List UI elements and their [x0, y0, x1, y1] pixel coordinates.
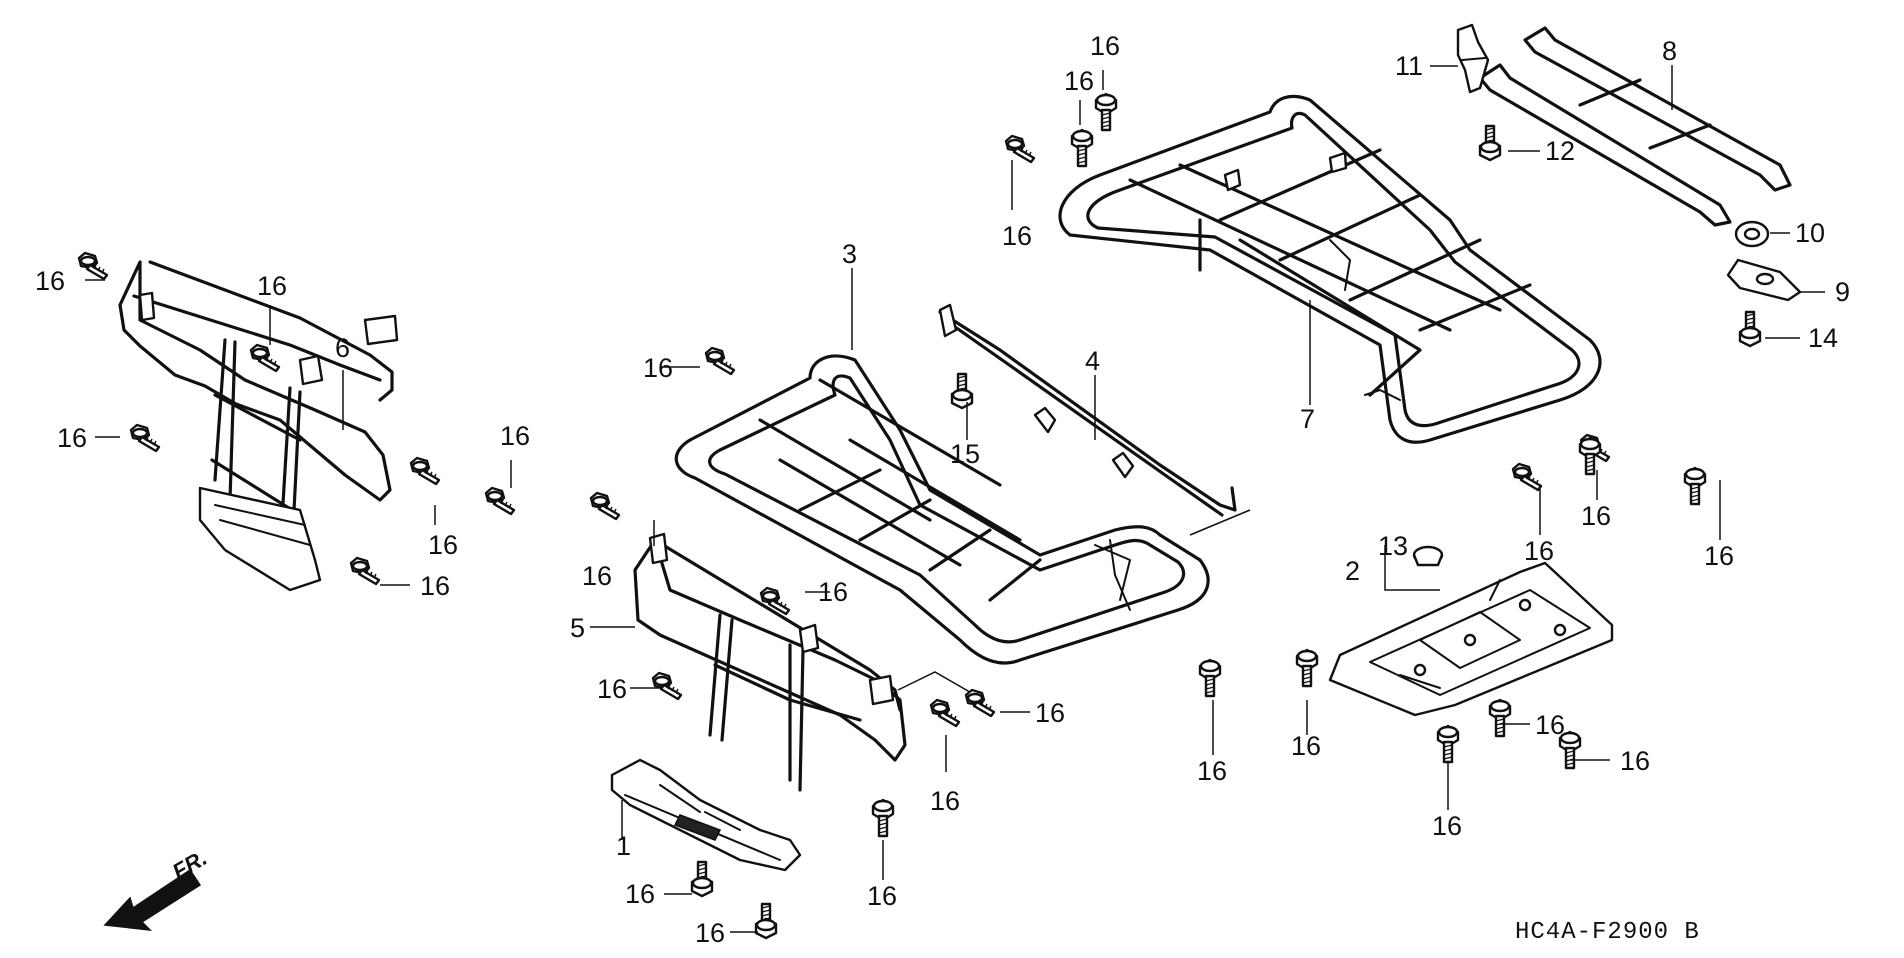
callout-16-u: 16	[1524, 536, 1554, 566]
callout-7: 7	[1300, 404, 1315, 434]
clip-part-11	[1456, 23, 1490, 94]
callout-3: 3	[842, 239, 857, 269]
callout-16-t: 16	[1535, 710, 1565, 740]
callout-6: 6	[335, 333, 350, 363]
callout-10: 10	[1795, 218, 1825, 248]
callout-16-g: 16	[643, 353, 673, 383]
guard-part-5	[633, 532, 976, 792]
callout-16-k: 16	[1035, 698, 1065, 728]
front-carrier-part-3	[674, 354, 1210, 665]
callout-16-h: 16	[582, 561, 612, 591]
callout-16-j: 16	[597, 674, 627, 704]
callout-16-y: 16	[625, 879, 655, 909]
callout-13: 13	[1378, 531, 1408, 561]
rear-carrier-part-7	[1058, 94, 1602, 444]
grommet-part-13	[1412, 545, 1444, 567]
callout-16-r: 16	[1432, 811, 1462, 841]
step-plate-part-1	[610, 758, 802, 872]
callout-16-d: 16	[428, 530, 458, 560]
callout-16-b: 16	[257, 271, 287, 301]
callout-16-c: 16	[57, 423, 87, 453]
callout-12: 12	[1545, 136, 1575, 166]
callout-16-i: 16	[818, 577, 848, 607]
front-bumper-part-6	[118, 260, 399, 592]
callout-16-e: 16	[500, 421, 530, 451]
front-arrow-icon	[103, 868, 202, 931]
stay-part-4	[938, 303, 1251, 536]
drawing-code: HC4A-F2900 B	[1515, 919, 1700, 946]
callout-16-m: 16	[1197, 756, 1227, 786]
callout-16-s: 16	[1620, 746, 1650, 776]
plate-part-9	[1726, 258, 1802, 302]
callout-16-w: 16	[1704, 541, 1734, 571]
callout-16-q: 16	[1090, 31, 1120, 61]
callout-1: 1	[616, 831, 631, 861]
callout-16-l: 16	[930, 786, 960, 816]
callout-16-o: 16	[1002, 221, 1032, 251]
callout-16-x: 16	[867, 881, 897, 911]
skid-plate-part-2	[1328, 545, 1614, 717]
callout-16-v: 16	[1581, 501, 1611, 531]
bracket-part-8	[1478, 26, 1792, 227]
leader-lines	[85, 65, 1825, 933]
front-direction-indicator: FR.	[103, 845, 211, 931]
callout-4: 4	[1085, 346, 1100, 376]
callout-16-f: 16	[420, 571, 450, 601]
callout-15: 15	[950, 439, 980, 469]
callout-8: 8	[1662, 36, 1677, 66]
front-label: FR.	[168, 845, 211, 884]
callout-16-a: 16	[35, 266, 65, 296]
bolt-set	[77, 92, 1762, 940]
callout-5: 5	[570, 613, 585, 643]
callout-2: 2	[1345, 556, 1360, 586]
collar-part-10	[1734, 220, 1770, 248]
callout-16-p: 16	[1064, 66, 1094, 96]
callout-labels: 1 2 3 4 5 6 7 8 9 10 11 12 13 14 15 16 1…	[35, 31, 1850, 948]
callout-16-n: 16	[1291, 731, 1321, 761]
callout-11: 11	[1395, 51, 1423, 81]
callout-14: 14	[1808, 323, 1838, 353]
callout-16-z: 16	[695, 918, 725, 948]
callout-9: 9	[1835, 277, 1850, 307]
